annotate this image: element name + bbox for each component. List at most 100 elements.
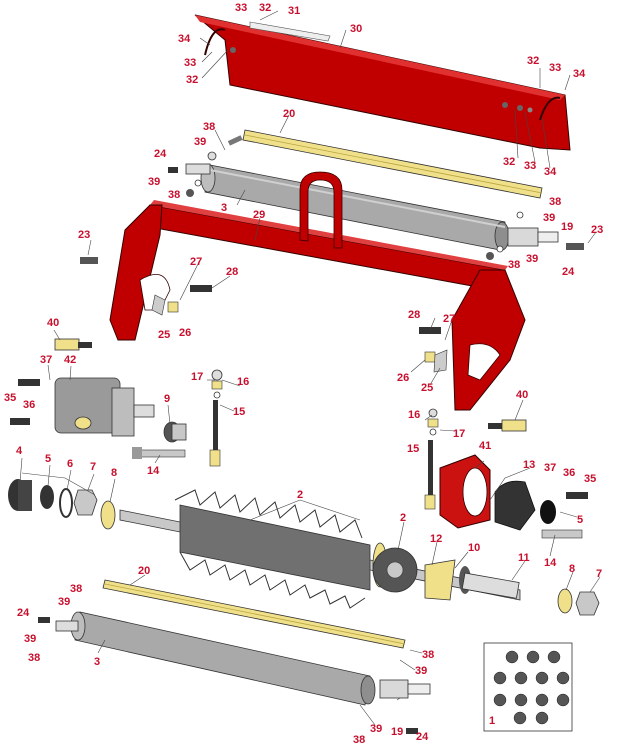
- callout-39: 39: [526, 253, 538, 265]
- lower-scraper-bar: [102, 579, 406, 649]
- callout-24: 24: [562, 266, 575, 278]
- callout-12: 12: [430, 533, 442, 545]
- callout-38: 38: [203, 121, 215, 133]
- callout-labels: 33 32 31 30 34 33 32 32 33 34 20 38 39 3…: [4, 2, 603, 746]
- callout-33: 33: [184, 57, 196, 69]
- reel-assembly: [119, 489, 521, 609]
- callout-5: 5: [45, 453, 51, 465]
- frame-assembly: [109, 171, 526, 411]
- callout-33: 33: [549, 62, 561, 74]
- callout-29: 29: [253, 209, 265, 221]
- callout-1: 1: [489, 715, 495, 727]
- callout-38: 38: [353, 734, 365, 746]
- callout-17: 17: [191, 371, 203, 383]
- callout-20: 20: [283, 108, 295, 120]
- callout-40: 40: [47, 317, 59, 329]
- callout-33: 33: [524, 160, 536, 172]
- callout-31: 31: [288, 5, 300, 17]
- callout-15: 15: [233, 406, 245, 418]
- callout-38: 38: [549, 196, 561, 208]
- callout-23: 23: [591, 224, 603, 236]
- callout-5: 5: [577, 514, 583, 526]
- rear-shield: [194, 14, 571, 151]
- callout-16: 16: [408, 409, 420, 421]
- left-bearing-stack: [8, 479, 116, 530]
- motor-mount: [494, 480, 583, 539]
- callout-39: 39: [148, 176, 160, 188]
- callout-33: 33: [235, 2, 247, 14]
- leader-lines: [19, 10, 601, 726]
- right-bearing-stack: [557, 588, 600, 616]
- callout-7: 7: [90, 461, 96, 473]
- callout-24: 24: [154, 148, 167, 160]
- callout-39: 39: [24, 633, 36, 645]
- callout-40: 40: [516, 389, 528, 401]
- callout-32: 32: [527, 55, 539, 67]
- callout-38: 38: [28, 652, 40, 664]
- callout-26: 26: [179, 327, 191, 339]
- callout-37: 37: [544, 462, 556, 474]
- callout-36: 36: [23, 399, 35, 411]
- callout-35: 35: [4, 392, 16, 404]
- bolt-14-left: [132, 447, 186, 459]
- callout-25: 25: [158, 329, 170, 341]
- blade-kit-inset: [483, 642, 573, 732]
- callout-24: 24: [17, 607, 30, 619]
- callout-30: 30: [350, 23, 362, 35]
- callout-39: 39: [58, 596, 70, 608]
- callout-34: 34: [544, 166, 557, 178]
- callout-41: 41: [479, 440, 491, 452]
- callout-17: 17: [453, 428, 465, 440]
- callout-4: 4: [16, 445, 23, 457]
- callout-38: 38: [168, 189, 180, 201]
- spring-pin: [227, 135, 243, 146]
- callout-23: 23: [78, 229, 90, 241]
- callout-38: 38: [508, 259, 520, 271]
- callout-28: 28: [226, 266, 238, 278]
- coupler: [163, 421, 187, 443]
- upper-scraper-bar: [242, 129, 543, 199]
- callout-6: 6: [67, 458, 73, 470]
- callout-32: 32: [186, 74, 198, 86]
- callout-3: 3: [221, 202, 227, 214]
- spacer-standoffs: [54, 338, 527, 432]
- lower-roller: [55, 611, 431, 706]
- callout-2: 2: [400, 512, 406, 524]
- callout-14: 14: [147, 465, 160, 477]
- roller-shaft-left: [185, 163, 211, 175]
- callout-39: 39: [415, 665, 427, 677]
- callout-19: 19: [561, 221, 573, 233]
- callout-34: 34: [178, 33, 191, 45]
- callout-39: 39: [194, 136, 206, 148]
- callout-27: 27: [190, 256, 202, 268]
- callout-16: 16: [237, 376, 249, 388]
- callout-38: 38: [70, 583, 82, 595]
- callout-7: 7: [596, 568, 602, 580]
- hardware-screws: [10, 167, 588, 734]
- callout-28: 28: [408, 309, 420, 321]
- bearing-housing: [439, 454, 491, 529]
- callout-26: 26: [397, 372, 409, 384]
- callout-42: 42: [64, 354, 76, 366]
- callout-32: 32: [259, 2, 271, 14]
- callout-38: 38: [422, 649, 434, 661]
- hydraulic-motor: [54, 377, 155, 437]
- callout-24: 24: [416, 731, 429, 743]
- callout-39: 39: [543, 212, 555, 224]
- callout-36: 36: [563, 467, 575, 479]
- roller-bearing-right: [507, 227, 559, 247]
- callout-19: 19: [391, 726, 403, 738]
- callout-13: 13: [523, 459, 535, 471]
- callout-34: 34: [573, 68, 586, 80]
- callout-37: 37: [40, 354, 52, 366]
- callout-39: 39: [370, 723, 382, 735]
- threaded-rods: [209, 400, 436, 510]
- callout-15: 15: [407, 443, 419, 455]
- callout-20: 20: [138, 565, 150, 577]
- callout-8: 8: [111, 467, 117, 479]
- nut-and-washer-set: [151, 151, 524, 436]
- callout-3: 3: [94, 656, 100, 668]
- callout-35: 35: [584, 473, 596, 485]
- callout-32: 32: [503, 156, 515, 168]
